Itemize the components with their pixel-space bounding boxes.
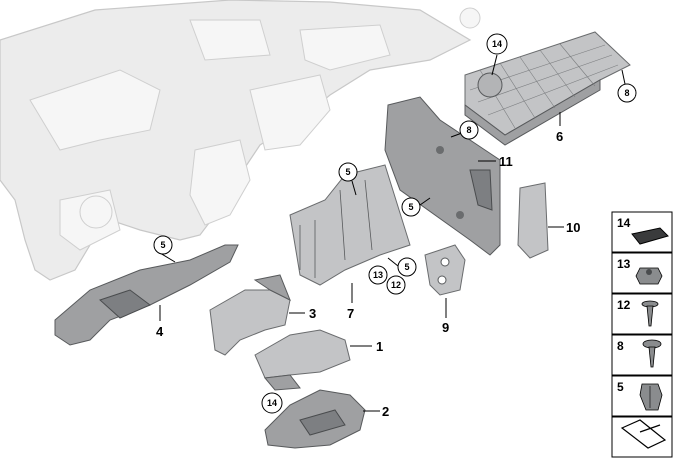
part-1-upper-shroud — [254, 329, 351, 391]
callout-5-panel: 5 — [408, 202, 413, 212]
part-4-lower-trim — [54, 244, 239, 346]
label-2: 2 — [382, 404, 389, 419]
callout-12: 12 — [391, 280, 401, 290]
callout-13: 13 — [373, 270, 383, 280]
callout-14-bottom: 14 — [267, 398, 277, 408]
part-9-switch-panel — [424, 244, 466, 296]
callout-14-top: 14 — [492, 39, 502, 49]
foam-pad-icon — [631, 227, 669, 245]
label-7: 7 — [347, 306, 354, 321]
part-11-side-panel — [384, 96, 501, 256]
legend-number-12: 12 — [617, 298, 631, 312]
dashboard-outline — [0, 0, 481, 281]
clip-icon — [639, 383, 663, 411]
label-6: 6 — [556, 129, 563, 144]
part-2-lower-shroud — [264, 389, 366, 449]
legend-number-14: 14 — [617, 216, 631, 230]
screw-with-washer-icon — [642, 339, 662, 368]
label-10: 10 — [566, 220, 580, 235]
callout-5-bracket: 5 — [345, 167, 350, 177]
screw-icon — [641, 300, 659, 327]
label-9: 9 — [442, 320, 449, 335]
nut-clip-icon — [635, 267, 663, 285]
part-3-curved-trim — [209, 274, 291, 356]
legend-number-8: 8 — [617, 339, 624, 353]
callout-5-left: 5 — [160, 240, 165, 250]
part-7-bracket — [289, 164, 411, 286]
legend: 14 13 12 8 5 — [611, 211, 673, 458]
legend-number-5: 5 — [617, 380, 624, 394]
callout-8-top: 8 — [624, 88, 629, 98]
label-3: 3 — [309, 306, 316, 321]
part-10-trim-piece — [517, 182, 549, 259]
part-6-storage-tray — [464, 31, 631, 146]
label-11: 11 — [499, 154, 513, 169]
label-4: 4 — [156, 324, 164, 339]
callout-5-lower: 5 — [404, 262, 409, 272]
callout-8-mid: 8 — [466, 125, 471, 135]
kit-bracket-icon — [620, 419, 667, 449]
label-1: 1 — [376, 339, 383, 354]
legend-number-13: 13 — [617, 257, 631, 271]
